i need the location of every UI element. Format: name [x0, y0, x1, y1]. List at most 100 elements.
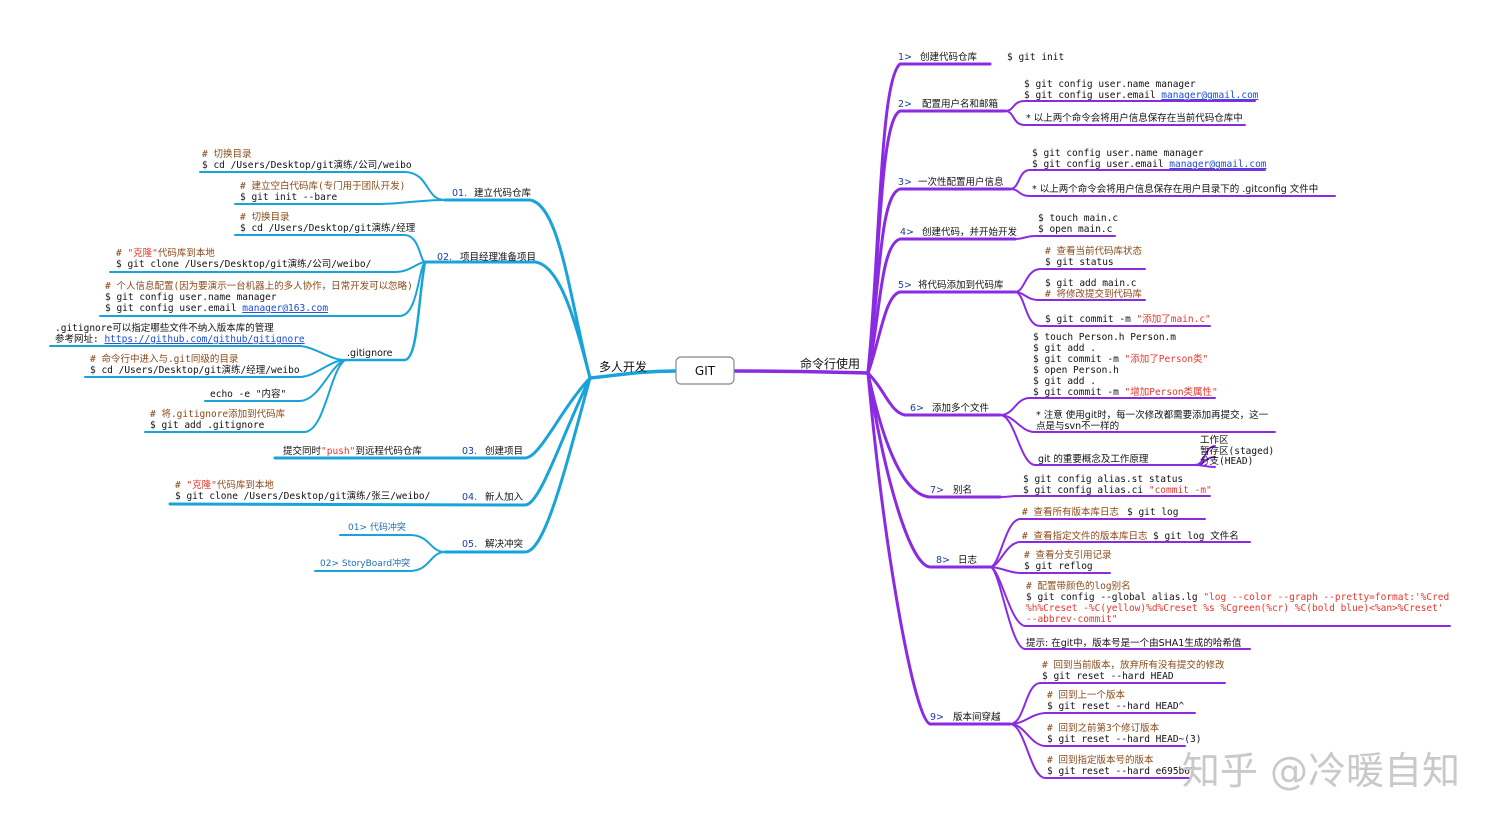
right-connectors [732, 62, 1451, 779]
command-text: $ git commit -m "添加了main.c" [1045, 314, 1211, 325]
comment-text: # 查看指定文件的版本库日志 [1022, 530, 1147, 542]
command-text: $ git config alias.ci "commit -m" [1023, 485, 1212, 496]
left-branch-label[interactable]: 多人开发 [599, 359, 647, 374]
command-text: $ touch main.c [1038, 213, 1118, 224]
comment-text: # 查看所有版本库日志 [1022, 506, 1119, 518]
node-8-log[interactable]: 8> 日志 [936, 554, 977, 566]
storyboard-conflict-item[interactable]: 02> StoryBoard冲突 [320, 557, 410, 569]
command-text: $ git config user.email manager@gmail.co… [1024, 90, 1259, 101]
node-num: 5> [898, 280, 912, 291]
group-02-manager-prepare[interactable]: 02. 项目经理准备项目 [437, 251, 536, 263]
node-label: 一次性配置用户信息 [918, 176, 1004, 188]
comment-text: # 回到上一个版本 [1047, 689, 1125, 701]
command-text: --abbrev-commit" [1026, 614, 1118, 625]
comment-text: # 回到之前第3个修订版本 [1047, 722, 1160, 734]
comment-text: # 查看分支引用记录 [1024, 549, 1112, 561]
command-text: $ git init [1007, 52, 1064, 63]
node-label: 创建代码，并开始开发 [922, 226, 1018, 238]
command-text: $ git commit -m "添加了Person类" [1033, 353, 1208, 365]
area-staged: 暂存区(staged) [1200, 445, 1274, 457]
group-label: 新人加入 [485, 491, 524, 503]
gitignore-url-link: https://github.com/github/gitignore [104, 334, 304, 345]
group-04-new-member[interactable]: 04. 新人加入 [462, 491, 524, 503]
command-text: $ git reset --hard e695b67 [1047, 766, 1196, 777]
node-num: 4> [900, 227, 914, 238]
command-text: $ git reflog [1024, 561, 1093, 572]
node-4-create-code[interactable]: 4> 创建代码，并开始开发 [900, 226, 1018, 238]
comment-text: # 回到当前版本，放弃所有没有提交的修改 [1042, 659, 1225, 671]
code-conflict-item[interactable]: 01> 代码冲突 [348, 521, 406, 533]
comment-text: # "克隆"代码库到本地 [175, 479, 274, 491]
group-05-resolve-conflict[interactable]: 05. 解决冲突 [462, 538, 524, 550]
node-1-create-repo[interactable]: 1> 创建代码仓库 [898, 51, 978, 63]
node-5-add-to-repo[interactable]: 5> 将代码添加到代码库 [898, 279, 1004, 291]
command-text: $ git reset --hard HEAD^ [1047, 701, 1185, 712]
command-text: $ cd /Users/Desktop/git演练/经理 [240, 222, 416, 234]
node-label: 别名 [953, 484, 972, 496]
group-num: 04. [462, 492, 477, 503]
command-text: $ git config user.name manager [1024, 79, 1196, 90]
comment-text: # 将修改提交到代码库 [1045, 288, 1142, 300]
root-node[interactable]: GIT [675, 356, 735, 385]
node-label: 创建代码仓库 [920, 51, 978, 63]
node-6-add-multiple[interactable]: 6> 添加多个文件 [910, 402, 990, 414]
command-text: $ git reset --hard HEAD [1042, 671, 1174, 682]
right-branch-label[interactable]: 命令行使用 [800, 356, 860, 371]
comment-text: # 切换目录 [240, 211, 290, 223]
node-label: 日志 [958, 554, 977, 566]
command-text: %h%Creset -%C(yellow)%d%Creset %s %Cgree… [1026, 603, 1444, 614]
node-num: 1> [898, 52, 912, 63]
note-text: 点是与svn不一样的 [1036, 420, 1119, 432]
command-text: $ git status [1045, 257, 1114, 268]
node-label: 版本间穿越 [953, 711, 1001, 723]
gitignore-desc: .gitignore可以指定哪些文件不纳入版本库的管理 [55, 322, 274, 334]
root-label: GIT [695, 364, 716, 378]
group-label: 解决冲突 [485, 538, 524, 550]
command-text: $ open main.c [1038, 224, 1112, 235]
group-num: 05. [462, 539, 477, 550]
group-03-create-project[interactable]: 03. 创建项目 [462, 445, 523, 457]
note-text: * 以上两个命令会将用户信息保存在当前代码仓库中 [1026, 112, 1243, 124]
node-num: 3> [898, 177, 912, 188]
comment-text: # 命令行中进入与.git同级的目录 [90, 353, 239, 365]
command-text: $ open Person.h [1033, 365, 1119, 376]
left-connectors [49, 171, 678, 572]
node-num: 6> [910, 403, 924, 414]
push-note: 提交同时"push"到远程代码仓库 [283, 445, 422, 457]
group-num: 02. [437, 252, 452, 263]
email-link: manager@gmail.com [1169, 159, 1267, 170]
group-num: 01. [452, 188, 467, 199]
command-text: $ git add main.c [1045, 278, 1137, 289]
tip-text: 提示: 在git中，版本号是一个由SHA1生成的哈希值 [1026, 637, 1242, 649]
group-01-create-repo[interactable]: 01. 建立代码仓库 [452, 187, 532, 199]
node-num: 9> [930, 712, 944, 723]
area-head: 分支(HEAD) [1200, 455, 1253, 467]
command-text: echo -e "内容" [210, 388, 286, 400]
command-text: $ git commit -m "增加Person类属性" [1033, 386, 1218, 398]
command-text: $ git log [1127, 507, 1178, 518]
node-label: 添加多个文件 [932, 402, 990, 414]
command-text: $ cd /Users/Desktop/git演练/公司/weibo [202, 159, 412, 171]
node-label: 配置用户名和邮箱 [922, 98, 998, 110]
comment-text: # 查看当前代码库状态 [1045, 245, 1142, 257]
node-9-time-travel[interactable]: 9> 版本间穿越 [930, 711, 1001, 723]
command-text: $ git config --global alias.lg "log --co… [1026, 592, 1449, 603]
node-3-global-config[interactable]: 3> 一次性配置用户信息 [898, 176, 1004, 188]
command-text: $ git add . [1033, 343, 1096, 354]
node-label: 将代码添加到代码库 [918, 279, 1004, 291]
command-text: $ cd /Users/Desktop/git演练/经理/weibo [90, 364, 300, 376]
comment-text: # 将.gitignore添加到代码库 [150, 408, 286, 420]
left-branch: 多人开发 01. 建立代码仓库 # 切换目录 $ cd /Users/Deskt… [55, 148, 647, 569]
command-text: $ git config user.name manager [105, 292, 277, 303]
command-text: $ git add .gitignore [150, 420, 265, 431]
gitignore-label[interactable]: .gitignore [347, 348, 393, 359]
comment-text: # 个人信息配置(因为要演示一台机器上的多人协作，日常开发可以忽略) [105, 280, 413, 292]
command-text: $ git config user.email manager@gmail.co… [1032, 159, 1267, 170]
comment-text: # "克隆"代码库到本地 [116, 247, 215, 259]
concept-label[interactable]: git 的重要概念及工作原理 [1038, 453, 1149, 465]
node-7-alias[interactable]: 7> 别名 [930, 484, 972, 496]
watermark: 知乎 @冷暖自知 [1182, 749, 1460, 793]
comment-text: # 建立空白代码库(专门用于团队开发) [240, 180, 405, 192]
node-2-config-user[interactable]: 2> 配置用户名和邮箱 [898, 98, 998, 110]
